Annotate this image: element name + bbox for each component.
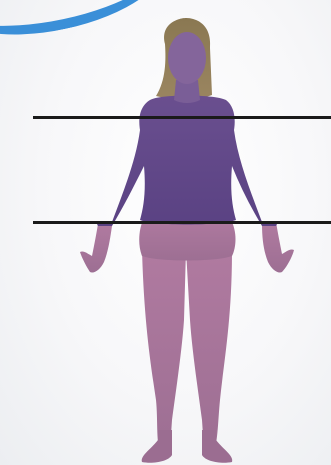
head bbox=[168, 32, 206, 84]
left-leg bbox=[142, 250, 186, 452]
right-hand bbox=[262, 222, 294, 273]
upper-marker-line bbox=[33, 116, 331, 119]
right-leg bbox=[186, 250, 232, 452]
lower-marker-line bbox=[33, 221, 331, 224]
left-hand bbox=[80, 224, 112, 273]
left-foot bbox=[142, 430, 172, 463]
